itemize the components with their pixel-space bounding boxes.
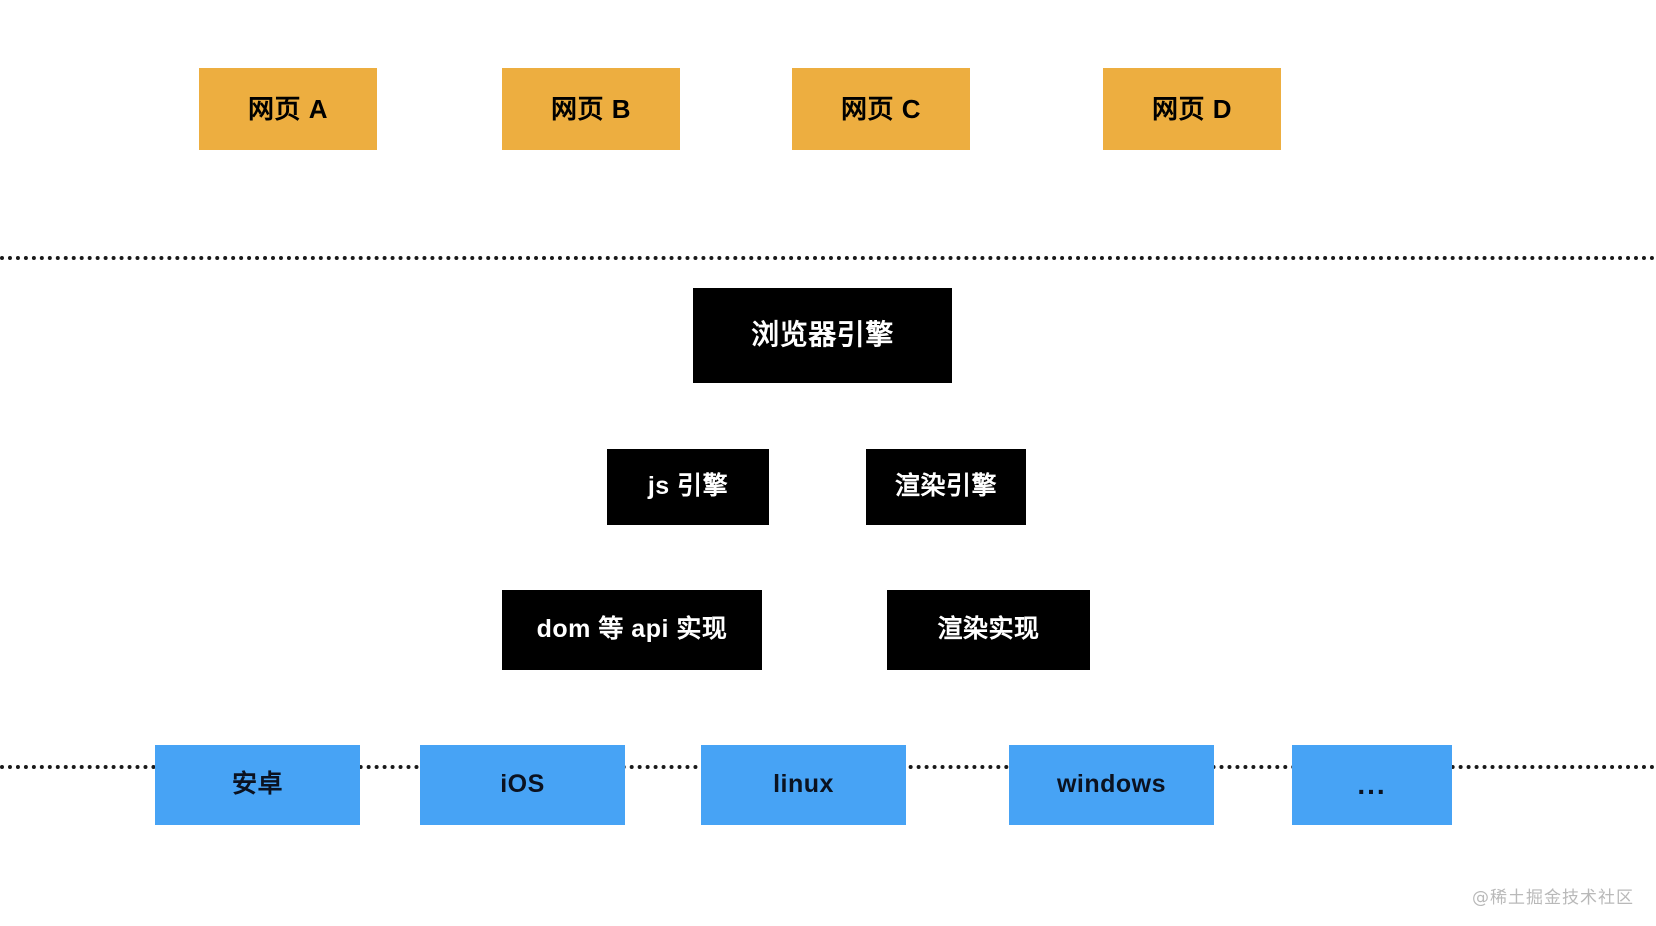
web-page-label-a: 网页 A <box>247 93 328 124</box>
js-engine-label: js 引擎 <box>647 472 729 501</box>
web-page-label-c: 网页 C <box>840 93 921 124</box>
os-label-linux: linux <box>773 770 834 799</box>
render-engine-label: 渲染引擎 <box>894 472 997 501</box>
os-box-ios[interactable]: iOS <box>420 745 625 825</box>
dom-api-implementation-label: dom 等 api 实现 <box>536 615 728 644</box>
web-page-box-c[interactable]: 网页 C <box>792 68 970 150</box>
divider-pages-engine <box>0 256 1656 260</box>
web-page-box-a[interactable]: 网页 A <box>199 68 377 150</box>
render-implementation-box[interactable]: 渲染实现 <box>887 590 1090 670</box>
web-page-box-d[interactable]: 网页 D <box>1103 68 1281 150</box>
os-box-more[interactable]: ... <box>1292 745 1452 825</box>
browser-engine-label: 浏览器引擎 <box>751 319 894 351</box>
dom-api-implementation-box[interactable]: dom 等 api 实现 <box>502 590 762 670</box>
js-engine-box[interactable]: js 引擎 <box>607 449 769 525</box>
browser-engine-box[interactable]: 浏览器引擎 <box>693 288 952 383</box>
web-page-label-b: 网页 B <box>550 93 631 124</box>
os-label-more: ... <box>1357 768 1387 800</box>
os-box-windows[interactable]: windows <box>1009 745 1214 825</box>
render-engine-box[interactable]: 渲染引擎 <box>866 449 1026 525</box>
os-box-linux[interactable]: linux <box>701 745 906 825</box>
web-page-box-b[interactable]: 网页 B <box>502 68 680 150</box>
watermark: @稀土掘金技术社区 <box>1472 888 1634 908</box>
render-implementation-label: 渲染实现 <box>937 615 1040 644</box>
os-label-windows: windows <box>1056 770 1167 799</box>
os-box-android[interactable]: 安卓 <box>155 745 360 825</box>
os-label-android: 安卓 <box>231 770 283 799</box>
os-label-ios: iOS <box>500 770 545 799</box>
web-page-label-d: 网页 D <box>1151 93 1232 124</box>
